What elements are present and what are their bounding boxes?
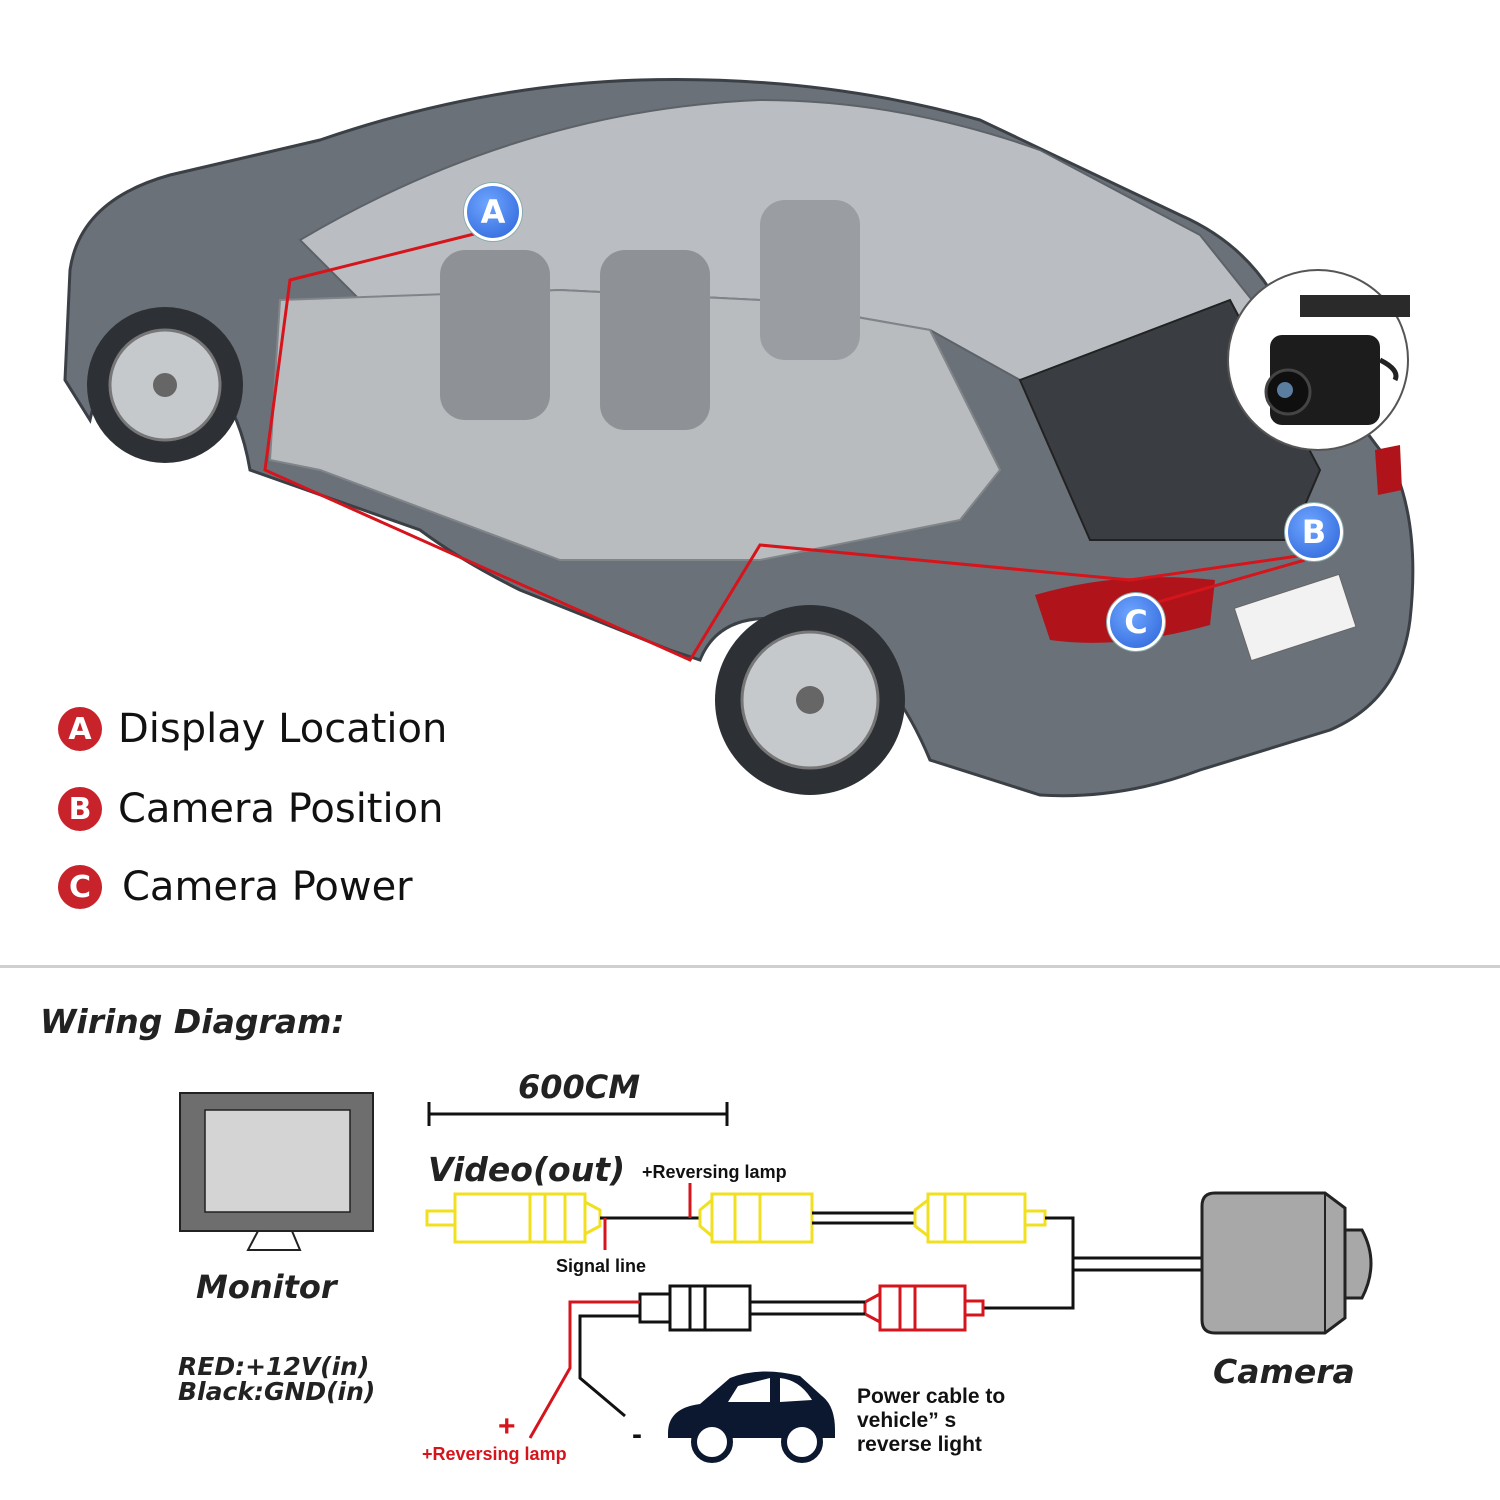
car-icon: [668, 1371, 835, 1463]
legend-text-display-location: Display Location: [118, 706, 448, 752]
marker-a: A: [464, 183, 522, 241]
legend-text-camera-power: Camera Power: [122, 864, 413, 910]
legend-item-display: A Display Location: [58, 706, 447, 752]
video-rca-connector: [425, 1192, 602, 1244]
section-divider: [0, 965, 1500, 968]
camera-label: Camera: [1213, 1352, 1355, 1391]
video-rca-socket: [698, 1192, 814, 1244]
minus-sign: -: [632, 1418, 642, 1451]
reversing-lamp-top-label: +Reversing lamp: [642, 1162, 787, 1182]
power-cable-line3: reverse light: [857, 1433, 982, 1456]
legend-item-camera-position: B Camera Position: [58, 786, 443, 832]
car-illustration: [63, 78, 1415, 798]
power-rca-red: [863, 1284, 985, 1332]
plus-sign: +: [498, 1410, 516, 1443]
marker-b: B: [1285, 503, 1343, 561]
video-out-label: Video(out): [428, 1150, 626, 1189]
camera-video-plug: [913, 1192, 1047, 1244]
monitor-label: Monitor: [196, 1268, 337, 1306]
power-rca-black: [638, 1284, 752, 1332]
cable-length-label: 600CM: [518, 1068, 641, 1106]
legend-badge-a: A: [58, 707, 102, 751]
legend-text-camera-position: Camera Position: [118, 786, 444, 832]
legend-badge-c: C: [58, 865, 102, 909]
legend-item-camera-power: C Camera Power: [58, 864, 413, 910]
power-cable-line2: vehicle” s: [857, 1409, 957, 1432]
power-cable-line1: Power cable to: [857, 1385, 1006, 1408]
legend-badge-b: B: [58, 787, 102, 831]
marker-c: C: [1107, 593, 1165, 651]
wiring-diagram: [179, 1092, 1373, 1463]
reversing-lamp-bottom-label: +Reversing lamp: [422, 1444, 567, 1464]
car-installation-panel: A B C A Display Location B Camera Positi…: [58, 78, 1415, 910]
red-wire-label: RED:+12V(in): [178, 1352, 370, 1381]
signal-line-label: Signal line: [556, 1256, 647, 1276]
black-wire-label: Black:GND(in): [178, 1377, 376, 1406]
wiring-title: Wiring Diagram:: [40, 1002, 345, 1041]
